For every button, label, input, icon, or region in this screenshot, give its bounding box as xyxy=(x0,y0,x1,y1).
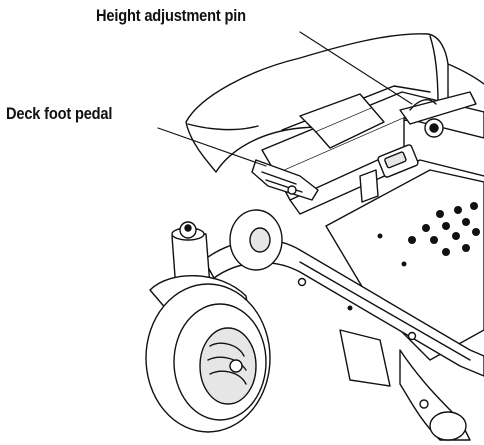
leader-lines xyxy=(157,31,413,167)
seat xyxy=(185,33,484,173)
height-pin-leader xyxy=(299,31,413,105)
height-pin-callout: Height adjustment pin xyxy=(96,6,246,25)
small-caster xyxy=(229,209,283,271)
height-pin-assembly xyxy=(359,99,444,203)
front-bumper xyxy=(339,329,471,441)
deck-pedal-leader xyxy=(157,127,267,167)
front-wheel xyxy=(145,283,271,433)
frame xyxy=(261,85,484,215)
deck-pedal-callout: Deck foot pedal xyxy=(6,104,113,123)
deck-pedal-assembly xyxy=(251,159,319,201)
